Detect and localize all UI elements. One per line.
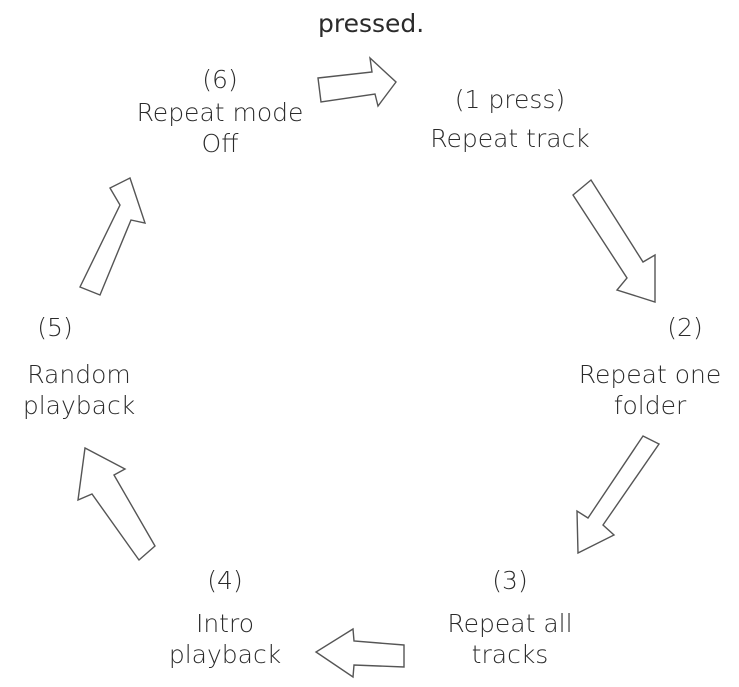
step-3-number: (3) (492, 566, 528, 595)
step-4-number: (4) (207, 566, 243, 595)
step-2-subtitle: folder (613, 391, 687, 420)
step-4-title: Intro (195, 609, 255, 638)
step-2-number: (2) (667, 313, 703, 342)
step-4-subtitle: playback (168, 640, 282, 669)
step-4-label: (4) Intro playback (150, 565, 300, 670)
arrow-5-to-6-icon (79, 177, 147, 296)
step-2-title: Repeat one (578, 360, 722, 389)
step-3-title: Repeat all (447, 609, 573, 638)
step-5-number: (5) (37, 313, 73, 342)
arrow-1-to-2-icon (572, 178, 656, 303)
step-2-label: (2) Repeat one folder (560, 312, 739, 421)
step-6-label: (6) Repeat mode Off (110, 64, 330, 159)
arrow-2-to-3-icon (576, 435, 661, 555)
step-6-title: Repeat mode (136, 98, 304, 127)
step-5-title: Random (27, 360, 131, 389)
step-1-title: Repeat track (430, 124, 590, 153)
arrow-3-to-4-icon (314, 627, 405, 679)
step-3-label: (3) Repeat all tracks (425, 565, 595, 670)
step-5-subtitle: playback (22, 391, 136, 420)
arrow-4-to-5-icon (77, 446, 156, 562)
step-3-subtitle: tracks (471, 640, 549, 669)
step-6-number: (6) (202, 65, 238, 94)
arrow-6-to-1-icon (317, 56, 397, 108)
step-6-subtitle: Off (201, 129, 239, 158)
caption-text: pressed. (318, 9, 425, 38)
step-1-number: (1 press) (454, 85, 566, 114)
step-1-label: (1 press) Repeat track (395, 84, 625, 154)
step-5-label: (5) Random playback (4, 312, 154, 421)
